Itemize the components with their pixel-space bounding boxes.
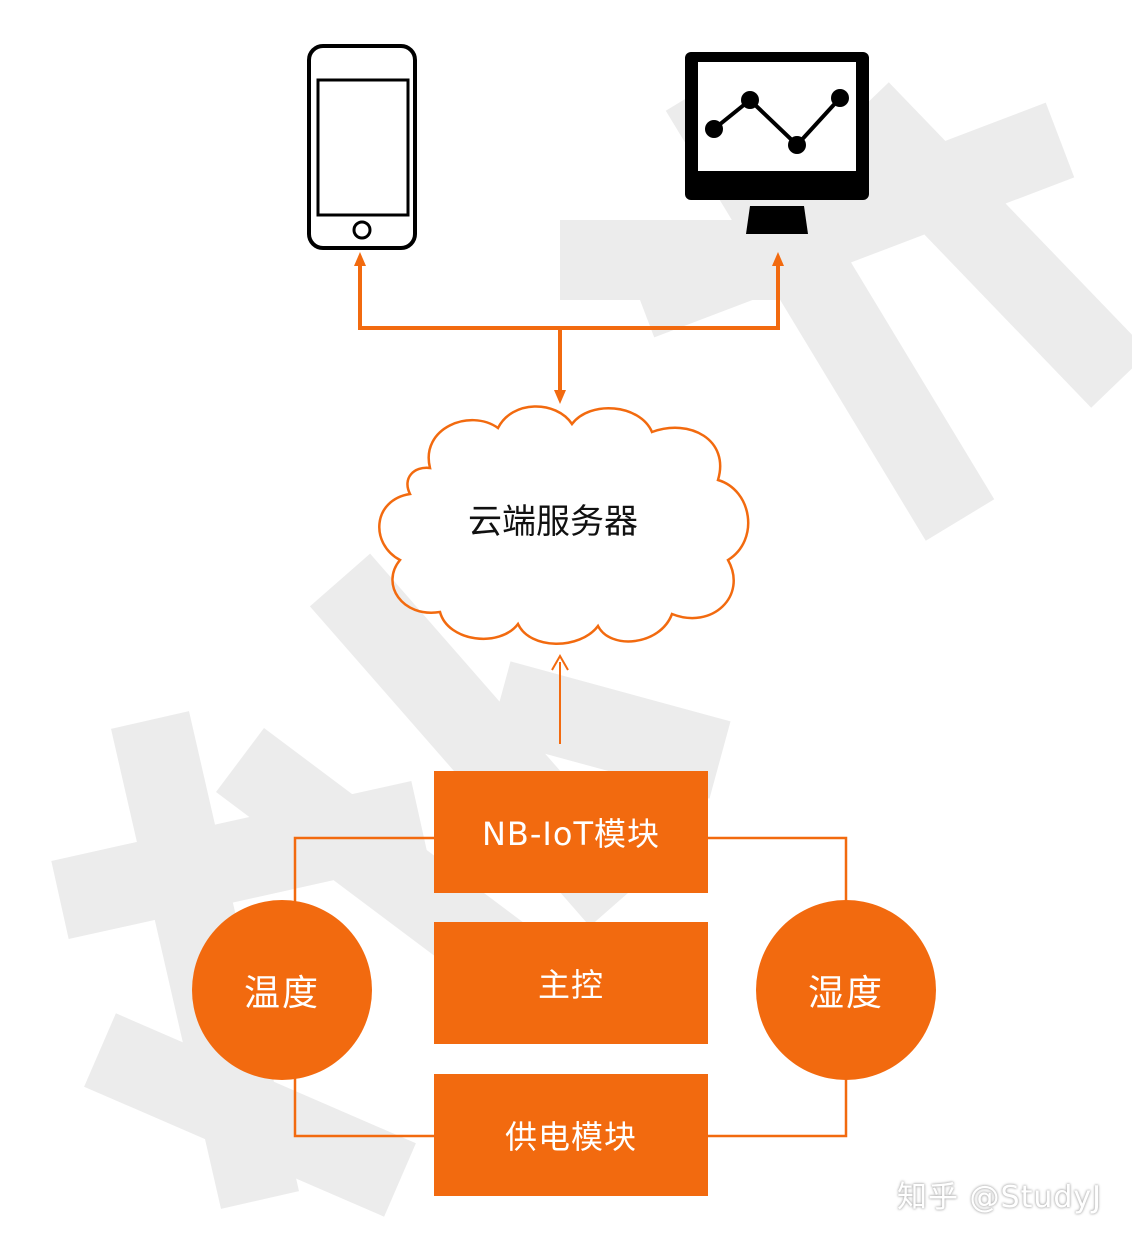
cloud-shape: [378, 405, 750, 645]
arrowhead-to-phone: [354, 252, 366, 266]
power-module-box: 供电模块: [434, 1074, 708, 1196]
arrowhead-to-cloud: [554, 390, 566, 404]
smartphone-icon: [307, 44, 417, 250]
nbiot-module-box: NB-IoT模块: [434, 771, 708, 893]
sensor-connector-lines: [293, 836, 848, 1138]
main-control-box: 主控: [434, 922, 708, 1044]
temperature-sensor-circle: 温度: [192, 900, 372, 1080]
cloud-server-label: 云端服务器: [468, 502, 638, 542]
humidity-sensor-circle: 湿度: [756, 900, 936, 1080]
watermark-text: 知乎 @StudyJ: [897, 1180, 1102, 1215]
arrowhead-to-monitor: [772, 252, 784, 266]
nbiot-to-cloud-arrowhead: [551, 653, 569, 671]
cloud-to-devices-connector: [358, 262, 780, 394]
monitor-chart-icon: [685, 52, 869, 234]
